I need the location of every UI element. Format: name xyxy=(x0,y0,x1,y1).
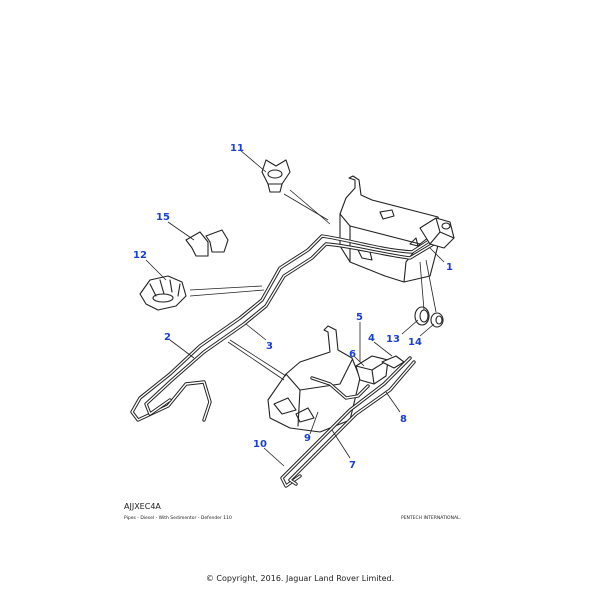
grommet-13 xyxy=(414,306,430,326)
callout-15[interactable]: 15 xyxy=(156,212,170,223)
callout-12[interactable]: 12 xyxy=(133,250,147,261)
diagram-caption: Pipes - Diesel - With Sedimentor - Defen… xyxy=(124,516,232,521)
pipe-assembly-8 xyxy=(288,360,416,486)
copyright-notice: © Copyright, 2016. Jaguar Land Rover Lim… xyxy=(205,574,395,583)
callout-2[interactable]: 2 xyxy=(164,332,171,343)
callout-labels: 1 2 3 4 5 6 7 8 9 10 11 12 13 14 15 xyxy=(133,143,453,471)
tank-connector-1 xyxy=(419,217,455,249)
clip-15 xyxy=(185,229,229,257)
pipe-assembly-3 xyxy=(144,238,442,416)
leader-lines xyxy=(145,149,445,467)
callout-6[interactable]: 6 xyxy=(349,349,356,360)
callout-8[interactable]: 8 xyxy=(400,414,407,425)
callout-7[interactable]: 7 xyxy=(349,460,356,471)
sedimentor xyxy=(355,355,405,385)
callout-5[interactable]: 5 xyxy=(356,312,363,323)
clip-12 xyxy=(139,275,187,311)
callout-1[interactable]: 1 xyxy=(446,262,453,273)
callout-11[interactable]: 11 xyxy=(230,143,244,154)
callout-3[interactable]: 3 xyxy=(266,341,273,352)
publisher-label: PENTECH INTERNATIONAL. xyxy=(401,516,461,521)
diagram-ref-code: AJJXEC4A xyxy=(124,502,161,511)
locator-lines xyxy=(189,189,437,381)
callout-9[interactable]: 9 xyxy=(304,433,311,444)
pipe-assembly-7 xyxy=(280,356,412,488)
callout-4[interactable]: 4 xyxy=(368,333,375,344)
pipe-assembly-6 xyxy=(310,376,370,400)
callout-14[interactable]: 14 xyxy=(408,337,422,348)
clip-11 xyxy=(261,159,291,193)
callout-10[interactable]: 10 xyxy=(253,439,267,450)
callout-13[interactable]: 13 xyxy=(386,334,400,345)
grommet-14 xyxy=(430,312,444,328)
